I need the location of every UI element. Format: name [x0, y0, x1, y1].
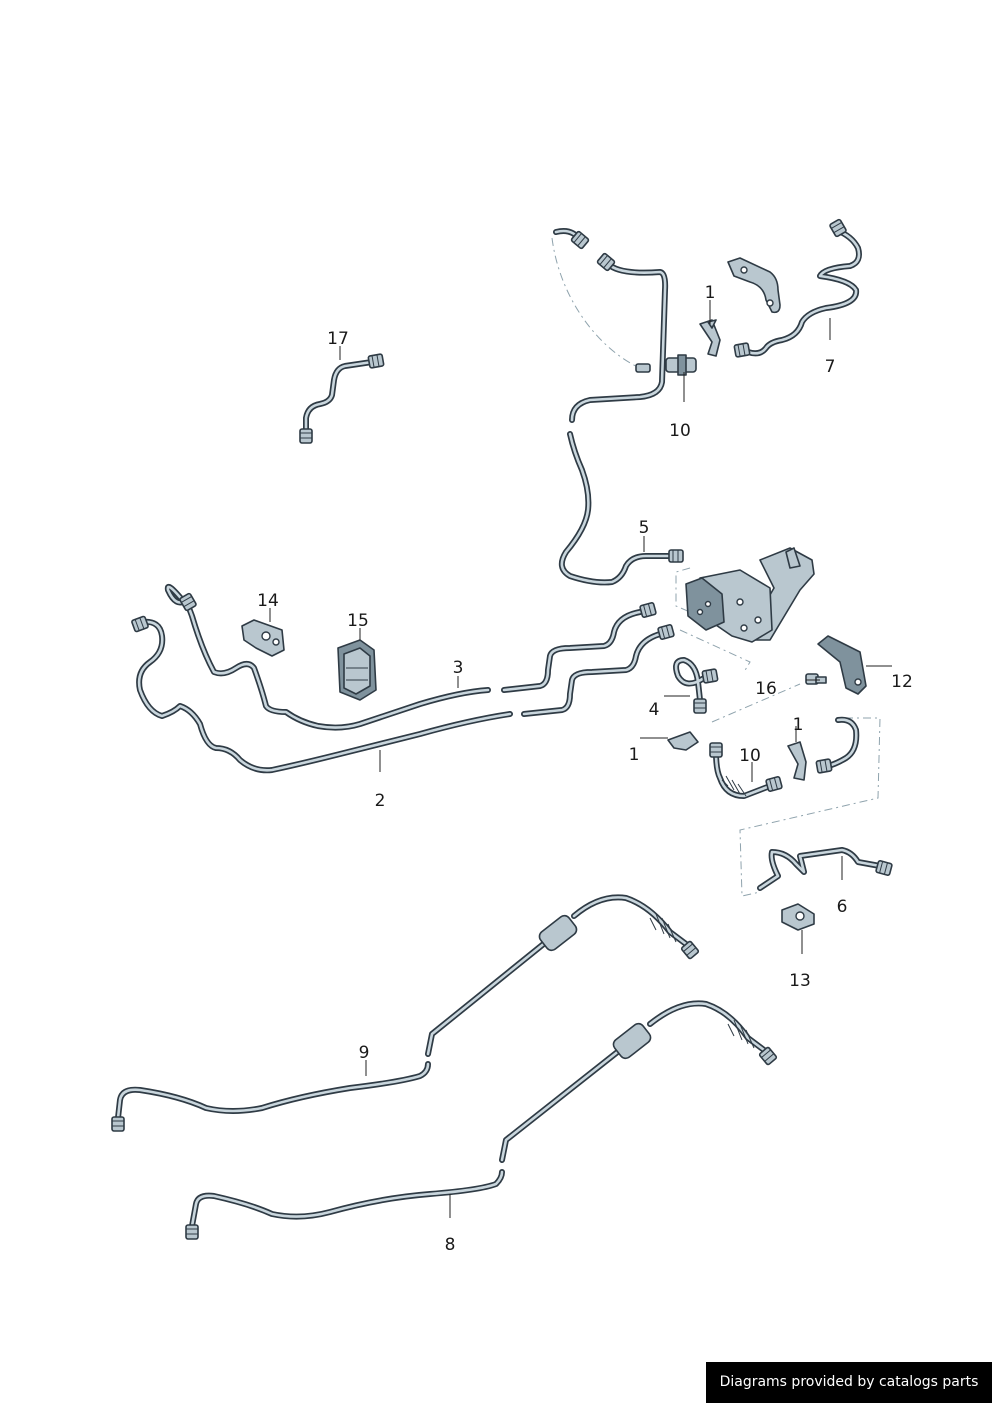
part-12-bracket	[817, 635, 867, 695]
label-7: 7	[825, 357, 836, 377]
leader-lines	[269, 300, 892, 1218]
label-12: 12	[891, 672, 913, 692]
part-13-grommet	[781, 903, 815, 931]
label-8: 8	[445, 1235, 456, 1255]
part-4-loop-pipe	[673, 657, 719, 714]
part-5-long-pipe	[553, 228, 684, 586]
label-1-top: 1	[705, 283, 716, 303]
part-16-bolt	[805, 673, 827, 685]
label-5: 5	[639, 518, 650, 538]
callout-labels: 17 1 7 10 5 14 15 3 2 4 16 12 1 1 10 6 1…	[257, 283, 913, 1255]
part-14-clip	[241, 619, 285, 657]
label-1-right: 1	[793, 715, 804, 735]
label-4: 4	[649, 700, 660, 720]
label-6: 6	[837, 897, 848, 917]
part-2-pipe	[130, 615, 676, 774]
assembly-dash-lines	[551, 237, 881, 897]
part-10-braided-hose	[709, 742, 784, 799]
part-8-hose	[185, 1000, 778, 1240]
label-16: 16	[755, 679, 777, 699]
part-6-pipe	[757, 716, 894, 891]
brake-regulator-assembly	[685, 547, 815, 643]
label-1-middle: 1	[629, 745, 640, 765]
part-17-bent-pipe	[299, 353, 385, 444]
label-14: 14	[257, 591, 279, 611]
part-9-hose	[111, 894, 700, 1132]
part-15-holder	[337, 639, 377, 701]
part-3-pipe	[164, 584, 658, 731]
part-1-clip-right	[787, 741, 807, 781]
attribution-footer: Diagrams provided by catalogs parts	[706, 1362, 992, 1403]
label-15: 15	[347, 611, 369, 631]
part-7-pipe	[727, 218, 862, 358]
label-10-middle: 10	[739, 746, 761, 766]
part-1-clip-top	[699, 319, 721, 357]
label-3: 3	[453, 658, 464, 678]
label-17: 17	[327, 329, 349, 349]
label-13: 13	[789, 971, 811, 991]
label-9: 9	[359, 1043, 370, 1063]
label-10-top: 10	[669, 421, 691, 441]
label-2: 2	[375, 791, 386, 811]
part-10-union-top	[665, 354, 697, 376]
part-1-clip-middle	[667, 731, 699, 751]
